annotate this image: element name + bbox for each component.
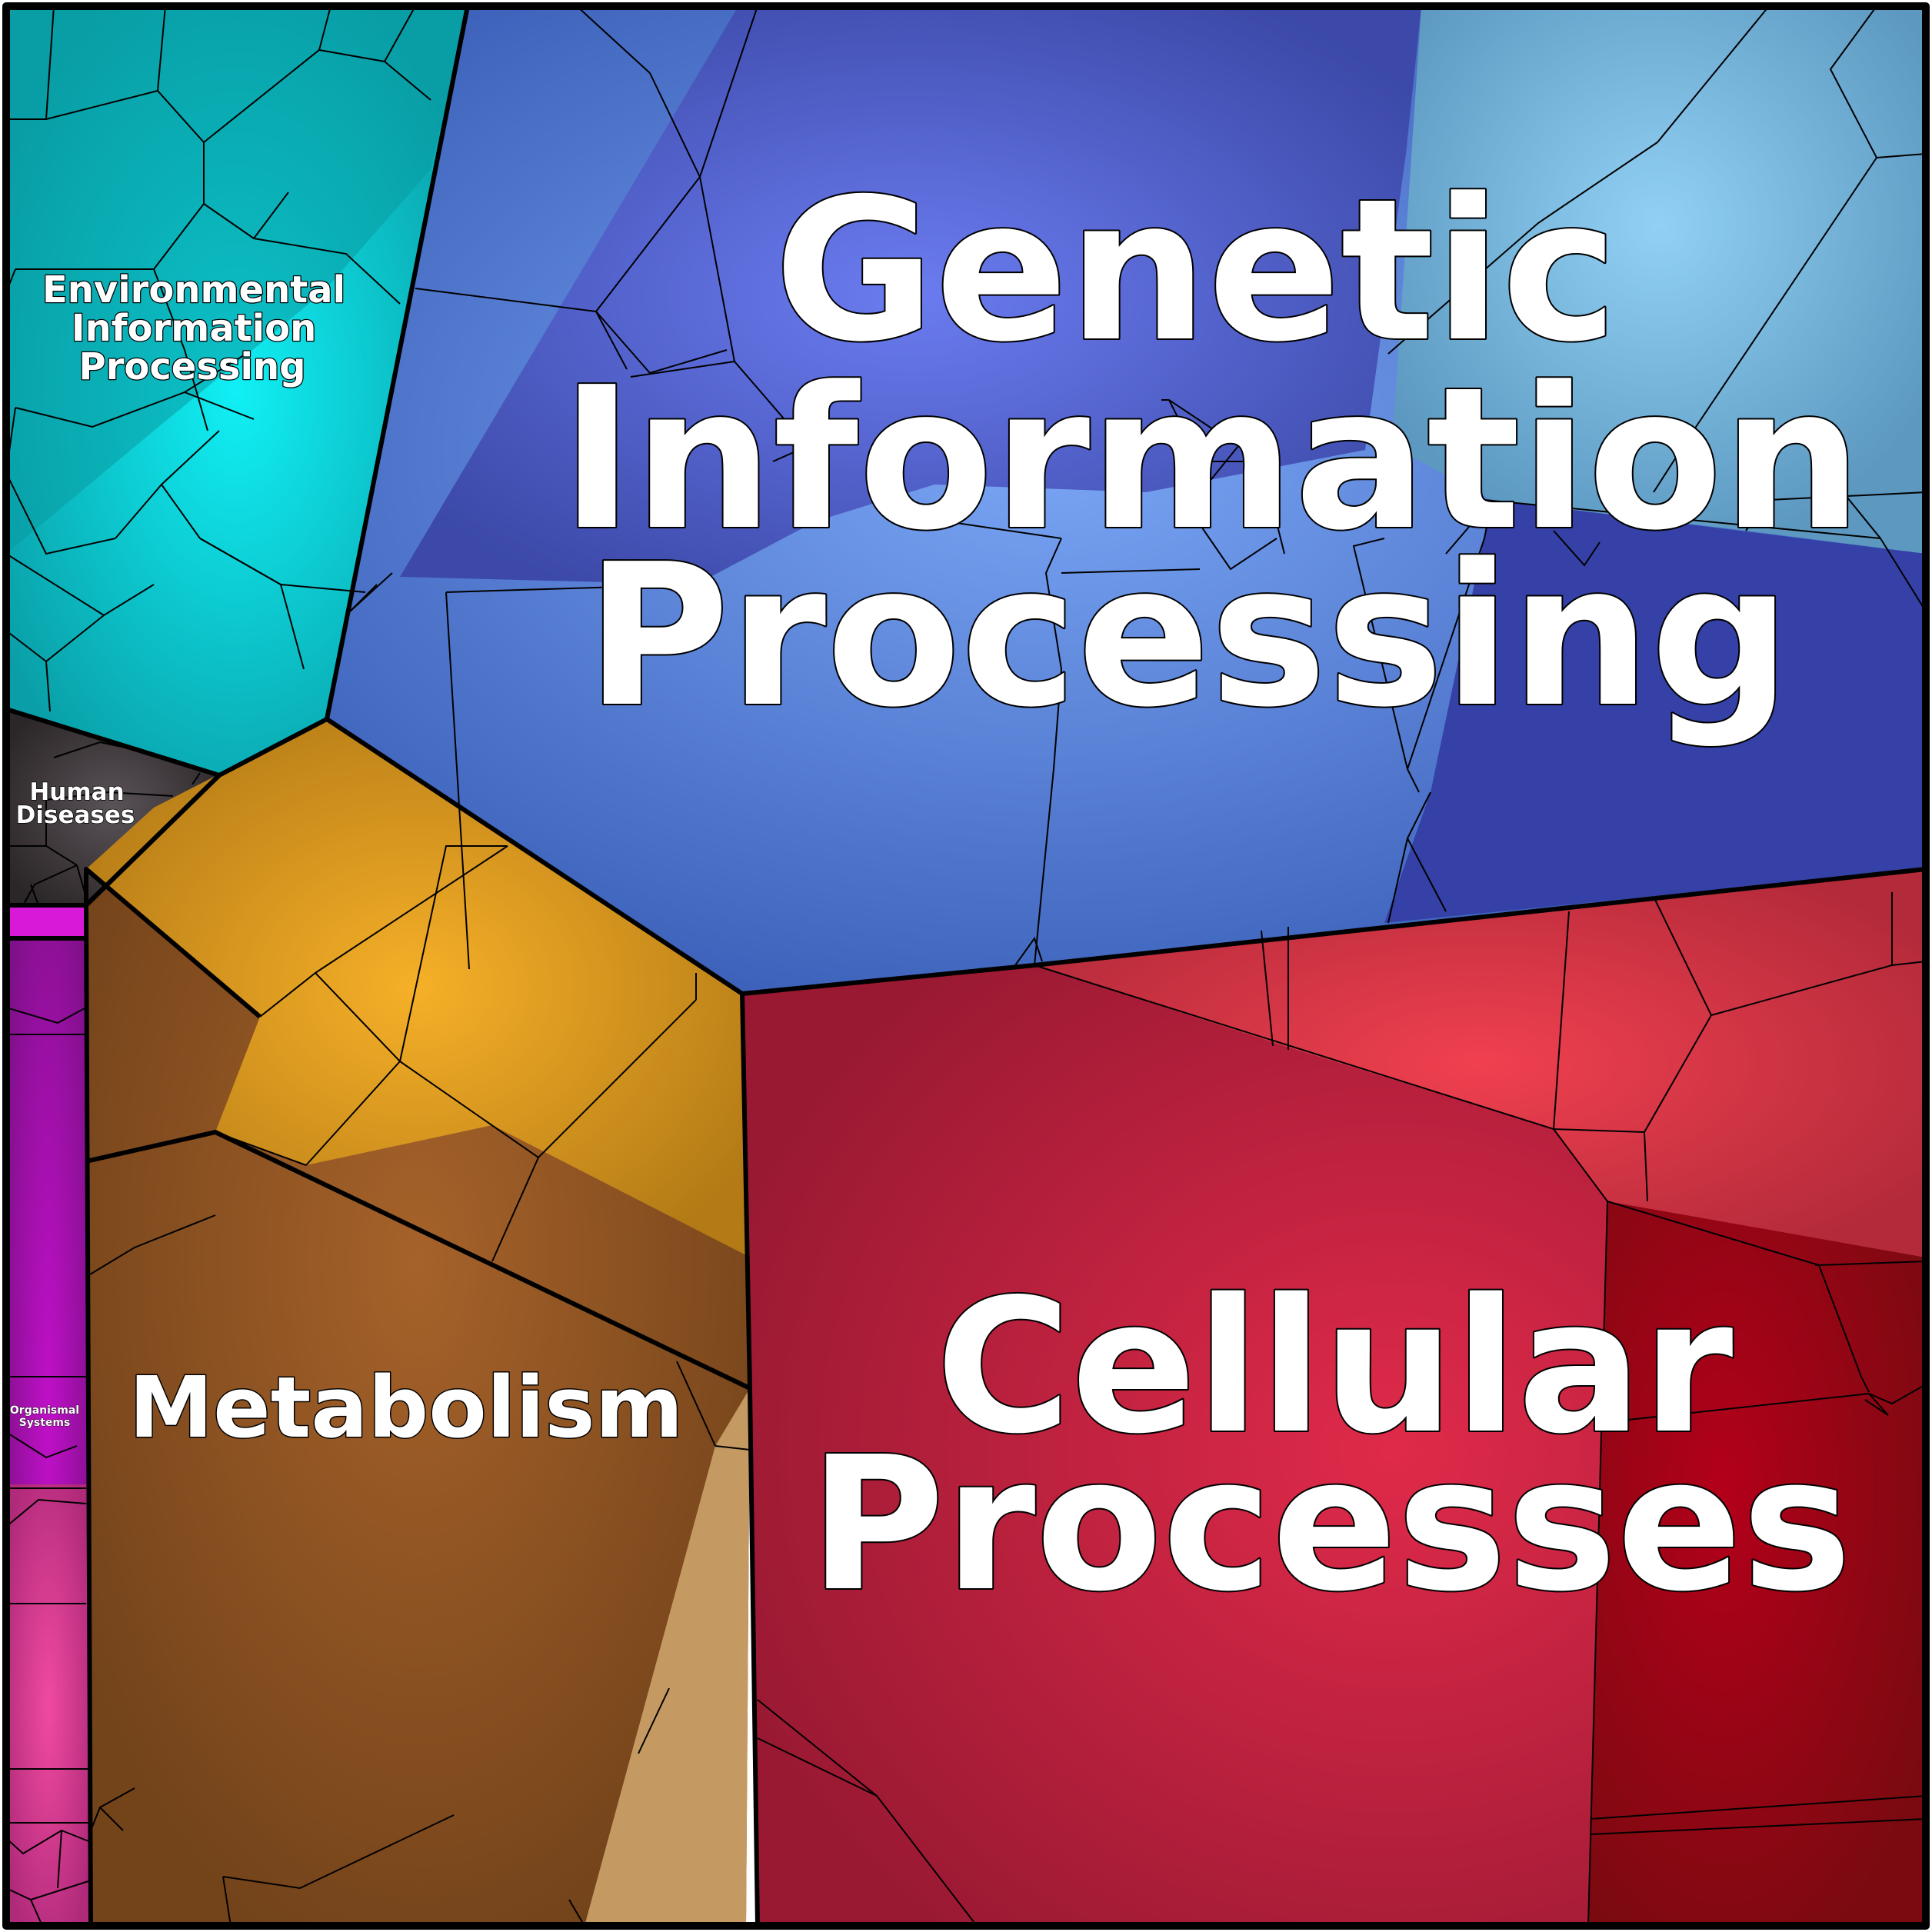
svg-text:Information: Information bbox=[72, 307, 317, 350]
svg-text:Processes: Processes bbox=[809, 1417, 1852, 1632]
svg-text:Human: Human bbox=[29, 778, 124, 806]
label-organismal-systems: Organismal Systems bbox=[9, 1404, 79, 1430]
label-human-diseases: Human Diseases bbox=[15, 778, 135, 830]
svg-text:Processing: Processing bbox=[586, 522, 1791, 751]
svg-text:Environmental: Environmental bbox=[42, 268, 345, 311]
region-human-diseases bbox=[6, 709, 219, 905]
svg-text:Systems: Systems bbox=[19, 1417, 71, 1429]
region-genetic-information-processing bbox=[327, 6, 1926, 994]
sub-cell-boundaries bbox=[5, 5, 1927, 1927]
svg-text:Cellular: Cellular bbox=[936, 1259, 1734, 1474]
svg-text:Information: Information bbox=[561, 345, 1862, 574]
svg-text:Diseases: Diseases bbox=[16, 801, 135, 829]
region-organismal-systems bbox=[6, 905, 91, 1926]
region-metabolism bbox=[86, 719, 750, 1926]
region-cellular-processes bbox=[742, 869, 1926, 1926]
svg-text:Processing: Processing bbox=[79, 345, 306, 388]
label-metabolism: Metabolism bbox=[128, 1357, 685, 1458]
label-genetic-information-processing: Genetic Information Processing bbox=[559, 155, 1864, 752]
label-cellular-processes: Cellular Processes bbox=[808, 1257, 1854, 1634]
svg-text:Organismal: Organismal bbox=[10, 1404, 79, 1417]
svg-text:Metabolism: Metabolism bbox=[129, 1358, 684, 1457]
label-environmental-information-processing: Environmental Information Processing bbox=[42, 268, 347, 390]
svg-text:Genetic: Genetic bbox=[774, 157, 1617, 385]
